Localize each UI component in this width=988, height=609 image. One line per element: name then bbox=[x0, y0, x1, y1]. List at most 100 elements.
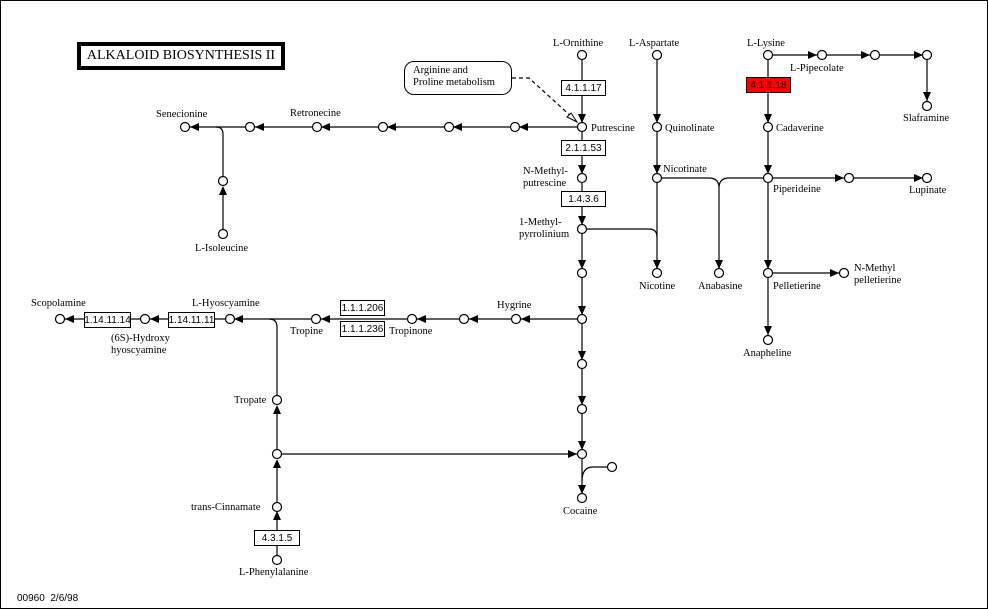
enzyme-1-4-3-6[interactable]: 1.4.3.6 bbox=[561, 191, 606, 207]
node-anabasine bbox=[713, 267, 725, 279]
compound-label-senecionine[interactable]: Senecionine bbox=[156, 109, 208, 120]
arrowhead bbox=[578, 216, 586, 225]
map-title-inner-border bbox=[80, 45, 282, 67]
compound-label-quinolinate[interactable]: Quinolinate bbox=[665, 123, 715, 134]
node-lysine bbox=[762, 49, 774, 61]
compound-node bbox=[606, 461, 618, 473]
arrowhead bbox=[653, 260, 661, 269]
map-date: 2/6/98 bbox=[50, 593, 79, 604]
compound-label-retronecine[interactable]: Retronecine bbox=[290, 108, 341, 119]
compound-label-cocaine[interactable]: Cocaine bbox=[563, 506, 598, 517]
compound-node bbox=[443, 121, 455, 133]
node-n-methylpelletierine bbox=[838, 267, 850, 279]
map-link-arrowhead bbox=[566, 112, 579, 124]
arrowhead bbox=[764, 165, 772, 174]
map-id: 00960 bbox=[17, 593, 45, 604]
compound-label-hydroxyhyoscyamine-1[interactable]: (6S)-Hydroxy bbox=[111, 333, 170, 344]
compound-label-n-methylpelletierine-2[interactable]: pelletierine bbox=[854, 275, 902, 286]
compound-label-tropine[interactable]: Tropine bbox=[290, 326, 323, 337]
compound-label-cinnamate[interactable]: trans-Cinnamate bbox=[191, 502, 261, 513]
compound-label-nicotinate[interactable]: Nicotinate bbox=[663, 164, 707, 175]
compound-label-isoleucine[interactable]: L-Isoleucine bbox=[195, 243, 249, 254]
node-n-methylputrescine bbox=[576, 172, 588, 184]
enzyme-1-1-1-236[interactable]: 1.1.1.236 bbox=[340, 321, 385, 337]
enzyme-4-3-1-5[interactable]: 4.3.1.5 bbox=[254, 530, 300, 546]
compound-label-lupinate[interactable]: Lupinate bbox=[909, 185, 947, 196]
compound-node bbox=[576, 267, 588, 279]
compound-node bbox=[458, 313, 470, 325]
compound-label-anabasine[interactable]: Anabasine bbox=[698, 281, 743, 292]
compound-label-tropinone[interactable]: Tropinone bbox=[389, 326, 433, 337]
edge-curve bbox=[581, 466, 608, 482]
edge-curve bbox=[587, 228, 658, 238]
node-methylpyrrolinium bbox=[576, 223, 588, 235]
map-title-text: ALKALOID BIOSYNTHESIS II bbox=[86, 48, 276, 63]
arrowhead bbox=[578, 306, 586, 315]
compound-label-pipecolate[interactable]: L-Pipecolate bbox=[790, 63, 844, 74]
compound-label-pelletierine[interactable]: Pelletierine bbox=[773, 281, 821, 292]
arrowhead bbox=[578, 114, 586, 123]
compound-label-scopolamine[interactable]: Scopolamine bbox=[31, 298, 86, 309]
map-link-arginine-proline[interactable]: Arginine and Proline metabolism bbox=[404, 61, 512, 95]
arrowhead bbox=[835, 174, 844, 182]
arrowhead bbox=[387, 123, 396, 131]
enzyme-4-1-1-18[interactable]: 4.1.1.18 bbox=[746, 77, 791, 93]
arrowhead bbox=[321, 123, 330, 131]
enzyme-4-1-1-17[interactable]: 4.1.1.17 bbox=[561, 80, 606, 96]
node-nicotinate bbox=[651, 172, 663, 184]
node-quinolinate bbox=[651, 121, 663, 133]
node-ornithine bbox=[576, 49, 588, 61]
enzyme-1-14-11-11[interactable]: 1.14.11.11 bbox=[168, 312, 215, 328]
compound-label-phenylalanine[interactable]: L-Phenylalanine bbox=[239, 567, 309, 578]
compound-label-methylpyrrolinium-1[interactable]: 1-Methyl- bbox=[519, 217, 562, 228]
node-slaframine bbox=[921, 100, 933, 112]
compound-node bbox=[843, 172, 855, 184]
enzyme-1-1-1-206[interactable]: 1.1.1.206 bbox=[340, 300, 385, 316]
compound-node bbox=[244, 121, 256, 133]
node-aspartate bbox=[651, 49, 663, 61]
node-phenylalanine bbox=[271, 554, 283, 566]
arrowhead bbox=[578, 396, 586, 405]
compound-label-tropate[interactable]: Tropate bbox=[234, 395, 267, 406]
arrowhead bbox=[764, 260, 772, 269]
compound-label-methylpyrrolinium-2[interactable]: pyrrolinium bbox=[519, 229, 570, 240]
node-cadaverine bbox=[762, 121, 774, 133]
arrowhead bbox=[273, 405, 281, 414]
compound-label-cadaverine[interactable]: Cadaverine bbox=[776, 123, 824, 134]
compound-label-n-methylputrescine-2[interactable]: putrescine bbox=[523, 178, 567, 189]
enzyme-1-14-11-14[interactable]: 1.14.11.14 bbox=[84, 312, 131, 328]
compound-label-lysine[interactable]: L-Lysine bbox=[747, 38, 785, 49]
arrowhead bbox=[764, 114, 772, 123]
arrowhead bbox=[519, 123, 528, 131]
compound-label-hyoscyamine[interactable]: L-Hyoscyamine bbox=[192, 298, 260, 309]
node-anapheline bbox=[762, 334, 774, 346]
arrowhead bbox=[830, 269, 839, 277]
edge-curve bbox=[512, 77, 575, 120]
node-lupinate bbox=[921, 172, 933, 184]
arrowhead bbox=[255, 123, 264, 131]
edge-curve bbox=[268, 318, 278, 396]
arrowhead bbox=[417, 315, 426, 323]
compound-node bbox=[576, 313, 588, 325]
compound-label-n-methylpelletierine-1[interactable]: N-Methyl bbox=[854, 263, 896, 274]
compound-label-putrescine[interactable]: Putrescine bbox=[591, 123, 635, 134]
compound-label-slaframine[interactable]: Slaframine bbox=[903, 113, 950, 124]
compound-label-n-methylputrescine-1[interactable]: N-Methyl- bbox=[523, 166, 568, 177]
compound-label-nicotine[interactable]: Nicotine bbox=[639, 281, 676, 292]
arrowhead bbox=[923, 92, 931, 101]
arrowhead bbox=[914, 174, 923, 182]
compound-label-hygrine[interactable]: Hygrine bbox=[497, 300, 532, 311]
node-pipecolate bbox=[816, 49, 828, 61]
arrowhead bbox=[808, 51, 817, 59]
compound-label-piperideine[interactable]: Piperideine bbox=[773, 184, 821, 195]
enzyme-2-1-1-53[interactable]: 2.1.1.53 bbox=[561, 140, 606, 156]
compound-node bbox=[576, 358, 588, 370]
compound-label-ornithine[interactable]: L-Ornithine bbox=[553, 38, 604, 49]
compound-label-aspartate[interactable]: L-Aspartate bbox=[629, 38, 680, 49]
compound-label-hydroxyhyoscyamine-2[interactable]: hyoscyamine bbox=[111, 345, 167, 356]
node-tropine bbox=[310, 313, 322, 325]
arrowhead bbox=[453, 123, 462, 131]
compound-label-anapheline[interactable]: Anapheline bbox=[743, 348, 792, 359]
arrowhead bbox=[190, 123, 199, 131]
arrowhead bbox=[764, 326, 772, 335]
